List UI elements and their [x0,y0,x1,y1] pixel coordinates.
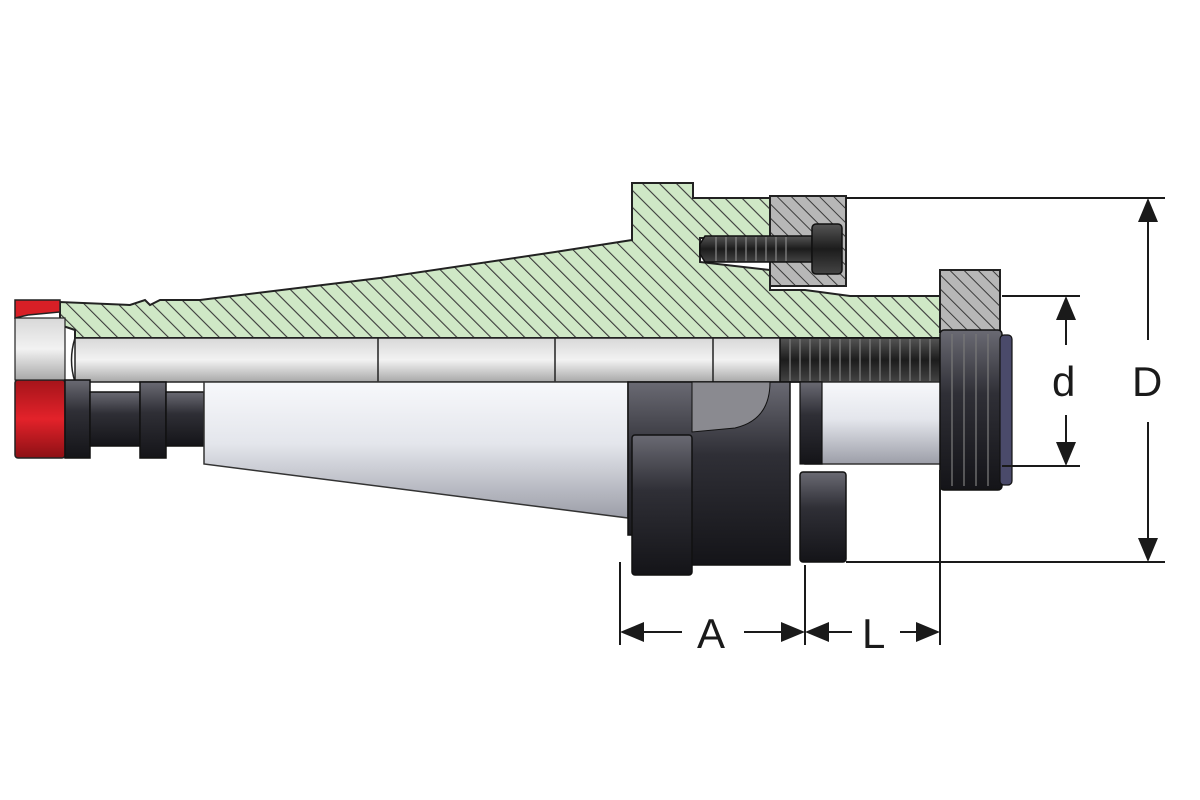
pull-stud [14,379,66,459]
key-screw [699,223,843,275]
dimension-label-d: d [1052,358,1075,405]
dimension-label-A: A [697,610,725,657]
pull-stud-top [14,299,61,319]
dimension-arrows [620,198,1158,642]
dimension-label-L: L [862,610,885,657]
drive-key-lower [799,471,847,563]
dimension-lines [619,197,1165,645]
clamp-ring-section [939,269,1001,333]
taper-cone [203,381,629,519]
arbor-pilot [804,381,946,465]
clamp-nut [939,329,1003,491]
dimension-label-D: D [1132,358,1162,405]
